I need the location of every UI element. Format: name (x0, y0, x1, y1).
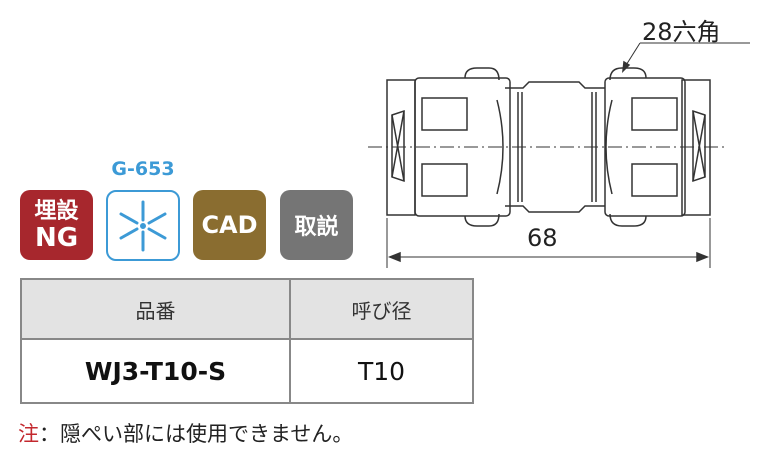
snowflake-icon (106, 190, 180, 261)
burial-ng-badge: 埋設 NG (20, 190, 93, 260)
usage-note: 注：隠ぺい部には使用できません。 (18, 418, 353, 448)
note-text: ：隠ぺい部には使用できません。 (39, 422, 354, 446)
freeze-code-label: G-653 (111, 158, 175, 180)
table-row: WJ3-T10-S T10 (20, 338, 474, 404)
header-nominal-size: 呼び径 (289, 278, 474, 340)
cell-part-number: WJ3-T10-S (20, 338, 291, 404)
burial-ng-line2: NG (34, 223, 79, 253)
header-part-number: 品番 (20, 278, 291, 340)
note-mark: 注 (18, 422, 39, 446)
hex-size-label: 28六角 (642, 18, 721, 46)
cad-button[interactable]: CAD (193, 190, 266, 260)
length-label: 68 (527, 224, 558, 252)
burial-ng-line1: 埋設 (34, 199, 79, 224)
fitting-drawing (368, 42, 750, 268)
cell-nominal-size: T10 (289, 338, 474, 404)
manual-button[interactable]: 取説 (280, 190, 353, 260)
table-header-row: 品番 呼び径 (20, 278, 474, 340)
spec-table: 品番 呼び径 WJ3-T10-S T10 (20, 278, 474, 404)
